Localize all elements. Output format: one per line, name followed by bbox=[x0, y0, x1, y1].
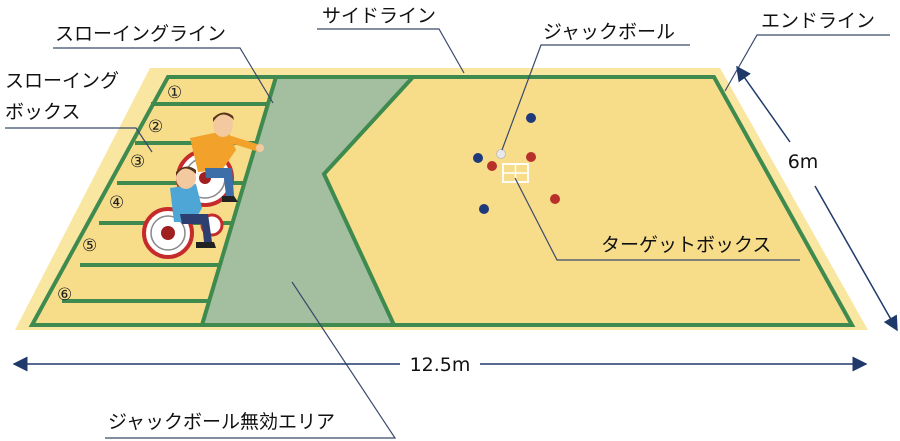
leader-throwing-box bbox=[5, 127, 153, 153]
blue-ball bbox=[473, 153, 483, 163]
leader-jack-ball bbox=[501, 44, 690, 151]
leader-lines bbox=[5, 28, 890, 439]
leader-target-box bbox=[514, 177, 800, 261]
width-arrow-bottom bbox=[814, 185, 898, 332]
jack-ball-label: ジャックボール bbox=[543, 21, 675, 43]
dimensions: 12.5m 6m bbox=[12, 65, 898, 376]
court bbox=[15, 68, 868, 330]
box-number-6: ⑥ bbox=[57, 285, 72, 305]
labels: サイドライン スローイングライン スローイング ボックス ジャックボール エンド… bbox=[5, 5, 875, 433]
throwing-box-label-line1: スローイング bbox=[5, 70, 119, 92]
leader-throwing-line bbox=[53, 47, 274, 104]
box-number-5: ⑤ bbox=[82, 236, 97, 256]
balls bbox=[473, 113, 560, 214]
jack-dead-area-label: ジャックボール無効エリア bbox=[108, 411, 335, 433]
court-boundary-lines bbox=[28, 75, 856, 327]
leader-end-line bbox=[724, 34, 890, 92]
throwing-box-numbers: ① ② ③ ④ ⑤ ⑥ bbox=[57, 83, 182, 305]
blue-ball bbox=[479, 204, 489, 214]
side-line-label: サイドライン bbox=[322, 5, 436, 27]
jack-ball-dead-area bbox=[202, 77, 413, 325]
player-blue-wheelchair bbox=[142, 166, 224, 259]
box-number-4: ④ bbox=[109, 193, 124, 213]
target-box-label: ターゲットボックス bbox=[601, 234, 771, 256]
width-arrow-top bbox=[736, 65, 791, 143]
jack-ball bbox=[496, 149, 506, 159]
width-label: 6m bbox=[788, 151, 819, 173]
blue-ball bbox=[526, 113, 536, 123]
v-line bbox=[321, 75, 415, 326]
red-ball bbox=[487, 161, 497, 171]
end-line-label: エンドライン bbox=[761, 10, 875, 32]
box-number-2: ② bbox=[148, 117, 163, 137]
leader-dead-area bbox=[105, 281, 397, 439]
leader-side-line bbox=[317, 28, 465, 74]
red-ball bbox=[526, 152, 536, 162]
red-ball bbox=[550, 194, 560, 204]
throwing-line-label: スローイングライン bbox=[55, 23, 226, 45]
box-number-1: ① bbox=[167, 83, 182, 103]
throwing-line bbox=[200, 76, 278, 326]
court-inner-area bbox=[32, 77, 852, 325]
throwing-box-label-line2: ボックス bbox=[5, 101, 80, 123]
length-label: 12.5m bbox=[410, 354, 471, 376]
box-number-3: ③ bbox=[130, 152, 145, 172]
